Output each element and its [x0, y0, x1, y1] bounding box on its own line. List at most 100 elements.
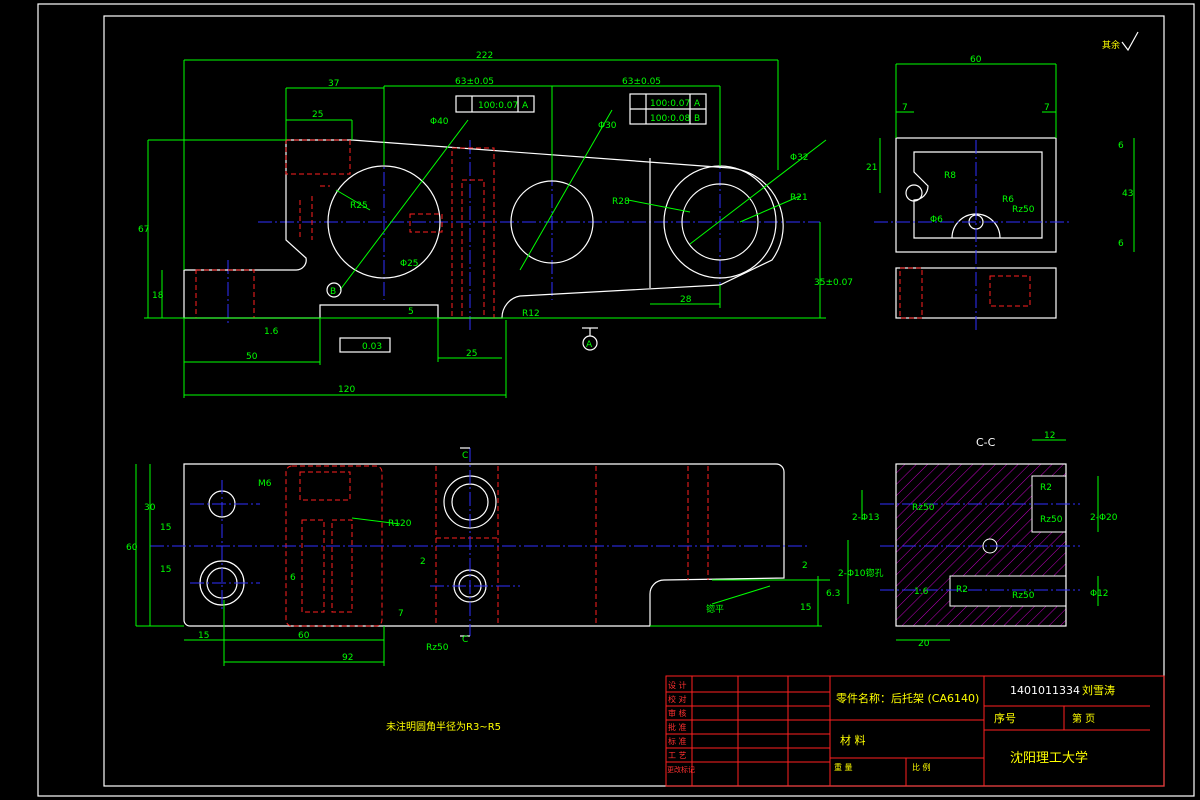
tolerance-text: 100:0.07 [650, 99, 690, 109]
dim-text: R25 [350, 201, 368, 211]
dim-text: 60 [970, 55, 982, 65]
title-row-label: 工 艺 [668, 751, 687, 760]
side-hole [905, 184, 923, 202]
dim-text: Φ12 [1090, 589, 1109, 599]
hidden-lines [299, 185, 330, 240]
dim-text: Φ25 [400, 259, 419, 269]
bore-circle-1 [327, 165, 441, 279]
hidden-slot-inner [461, 179, 485, 319]
dim-text: 7 [902, 103, 908, 113]
dim-text: 15 [160, 523, 171, 533]
datum-text: A [522, 101, 529, 111]
seq-label: 序号 [994, 711, 1016, 725]
title-row-label: 更改标记 [667, 765, 695, 774]
dim-text: Φ40 [430, 117, 449, 127]
section-outline [895, 463, 1067, 627]
tolerance-text: 100:0.07 [478, 101, 518, 111]
dim-text: 43 [1122, 189, 1133, 199]
dim-text: 0.03 [362, 342, 382, 352]
dim-text: 2 [420, 557, 426, 567]
section-c-c: C-C 12 2-Φ13 Rz50 Rz50 2-Φ20 2-Φ10锪孔 1.6… [838, 431, 1118, 649]
dim-text: 15 [800, 603, 811, 613]
dim-text: 28 [680, 295, 692, 305]
school-name: 沈阳理工大学 [1010, 750, 1088, 766]
drawing-note: 未注明圆角半径为R3~R5 [386, 720, 501, 733]
title-row-label: 审 核 [668, 708, 687, 718]
dim-text: Rz50 [1040, 515, 1063, 525]
dim-text: 6 [1118, 239, 1124, 249]
dim-text: 67 [138, 225, 149, 235]
surface-finish-mark: 其余 [1102, 39, 1120, 51]
tolerance-frame-1 [455, 95, 535, 113]
dim-text: 50 [246, 352, 258, 362]
datum-label: B [330, 287, 336, 297]
dim-text: R2 [1040, 483, 1052, 493]
dim-text: Φ30 [598, 121, 617, 131]
datum-text: B [694, 114, 700, 124]
hidden-hole [409, 213, 443, 233]
weight-label: 重 量 [834, 762, 853, 772]
inner-border [103, 15, 1165, 787]
dim-text: 6 [1118, 141, 1124, 151]
datum-b-circle [326, 282, 342, 298]
title-block-frame [665, 675, 1165, 787]
sheet-label: 第 页 [1072, 712, 1095, 725]
dim-text: 35±0.07 [814, 278, 853, 288]
section-mark: C [462, 635, 468, 645]
dim-text: 2-Φ10锪孔 [838, 567, 884, 579]
dim-text: 60 [298, 631, 310, 641]
dim-text: 92 [342, 653, 353, 663]
dim-text: 锪平 [706, 603, 724, 615]
scale-label: 比 例 [912, 762, 931, 772]
dim-text: 6.3 [826, 589, 840, 599]
dim-text: R8 [944, 171, 956, 181]
check-icon [1121, 31, 1139, 52]
tolerance-text: 100:0.08 [650, 114, 691, 124]
dim-text: R12 [522, 309, 540, 319]
dim-text: 18 [152, 291, 164, 301]
drawing-number: 1401011334 [1010, 684, 1080, 697]
dim-text: Φ32 [790, 153, 809, 163]
dim-text: Rz50 [1012, 205, 1035, 215]
dim-text: 21 [866, 163, 877, 173]
dim-text: 63±0.05 [622, 77, 661, 87]
plan-view: C C 30 15 60 15 M6 R120 2 6 7 2 15 6.3 R… [126, 447, 840, 666]
side-slot [913, 151, 1043, 239]
dim-text: R21 [790, 193, 808, 203]
dim-text: 30 [144, 503, 156, 513]
bore-circle-3 [681, 183, 759, 261]
dim-text: 222 [476, 51, 493, 61]
plan-outline [183, 463, 785, 627]
dim-text: 120 [338, 385, 355, 395]
dim-text: 1.6 [264, 327, 279, 337]
dim-text: R2 [956, 585, 968, 595]
section-title: C-C [976, 436, 996, 449]
dim-text: 2-Φ13 [852, 513, 880, 523]
dim-text: R28 [612, 197, 630, 207]
dim-text: 37 [328, 79, 339, 89]
dim-text: 25 [312, 110, 323, 120]
dim-text: R120 [388, 519, 412, 529]
hidden-slot [451, 147, 495, 319]
title-row-label: 标 准 [668, 736, 687, 746]
dim-text: 15 [198, 631, 209, 641]
section-mark: C [462, 451, 468, 461]
bore-circle-2 [510, 180, 594, 264]
dim-text: 2 [802, 561, 808, 571]
dim-text: 2-Φ20 [1090, 513, 1118, 523]
hidden-boss [285, 139, 351, 175]
dim-text: Rz50 [912, 503, 935, 513]
datum-text: A [694, 99, 701, 109]
dim-text: 20 [918, 639, 930, 649]
dim-text: 7 [1044, 103, 1050, 113]
front-outline [183, 139, 784, 319]
part-name: 零件名称：后托架 (CA6140) [836, 691, 979, 705]
dim-text: M6 [258, 479, 272, 489]
dim-text: 1.6 [914, 587, 929, 597]
hidden-foot [195, 269, 255, 319]
dim-text: 6 [290, 573, 296, 583]
dim-text: 63±0.05 [455, 77, 494, 87]
title-row-label: 批 准 [668, 722, 687, 732]
outer-border [37, 3, 1195, 797]
